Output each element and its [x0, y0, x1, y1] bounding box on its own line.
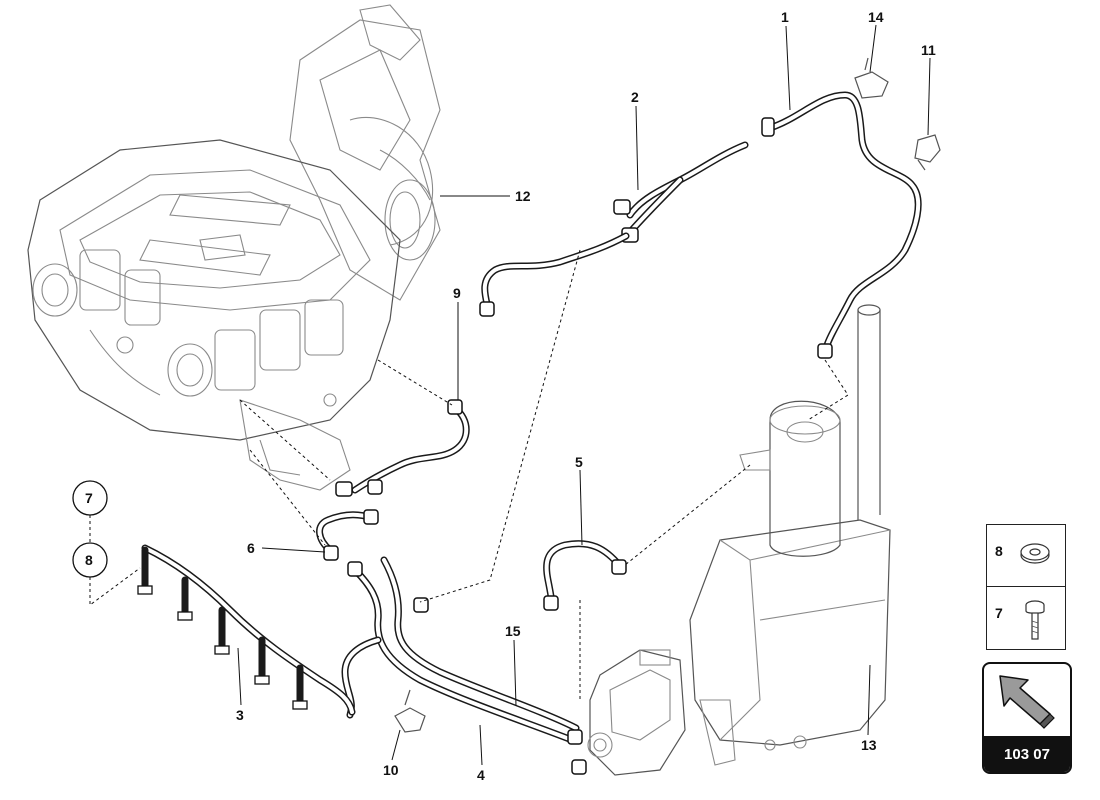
callout-15: 15 — [505, 623, 521, 639]
hose-15 — [347, 561, 576, 744]
hose-5 — [543, 540, 627, 611]
callout-7: 7 — [85, 490, 93, 506]
callout-8: 8 — [85, 552, 93, 568]
hose-6 — [316, 509, 379, 561]
callout-2: 2 — [631, 89, 639, 105]
legend-row-washer: 8 — [987, 525, 1065, 587]
clip-11 — [914, 134, 941, 171]
leader-lines — [237, 24, 931, 766]
hose-9-upper — [479, 232, 630, 317]
callout-6: 6 — [247, 540, 255, 556]
callout-13: 13 — [861, 737, 877, 753]
callout-12: 12 — [515, 188, 531, 204]
washer-icon — [1015, 533, 1055, 578]
reservoir-13 — [689, 304, 891, 766]
callout-11: 11 — [921, 42, 936, 58]
hose-2 — [613, 141, 749, 243]
valve-unit — [587, 649, 686, 776]
small-parts-legend: 8 7 — [986, 524, 1066, 650]
arrow-up-left-icon — [994, 670, 1060, 737]
parts-7-8-group — [72, 480, 141, 606]
legend-number: 8 — [995, 543, 1003, 559]
callout-4: 4 — [477, 767, 485, 783]
connection-lines — [239, 249, 849, 700]
page-code: 103 07 — [984, 736, 1070, 772]
hose-9-lower — [335, 399, 470, 497]
cable-harness-3 — [137, 544, 356, 716]
clip-14 — [854, 57, 889, 99]
legend-number: 7 — [995, 605, 1003, 621]
callout-10: 10 — [383, 762, 399, 778]
callout-5: 5 — [575, 454, 583, 470]
callout-3: 3 — [236, 707, 244, 723]
page-navigation-button[interactable]: 103 07 — [982, 662, 1072, 774]
callout-14: 14 — [868, 9, 884, 25]
clip-10 — [394, 689, 426, 733]
callout-9: 9 — [453, 285, 461, 301]
hose-1 — [761, 91, 922, 359]
callout-1: 1 — [781, 9, 789, 25]
engine-assembly — [27, 4, 441, 491]
bolt-icon — [1015, 595, 1055, 650]
legend-row-bolt: 7 — [987, 587, 1065, 648]
